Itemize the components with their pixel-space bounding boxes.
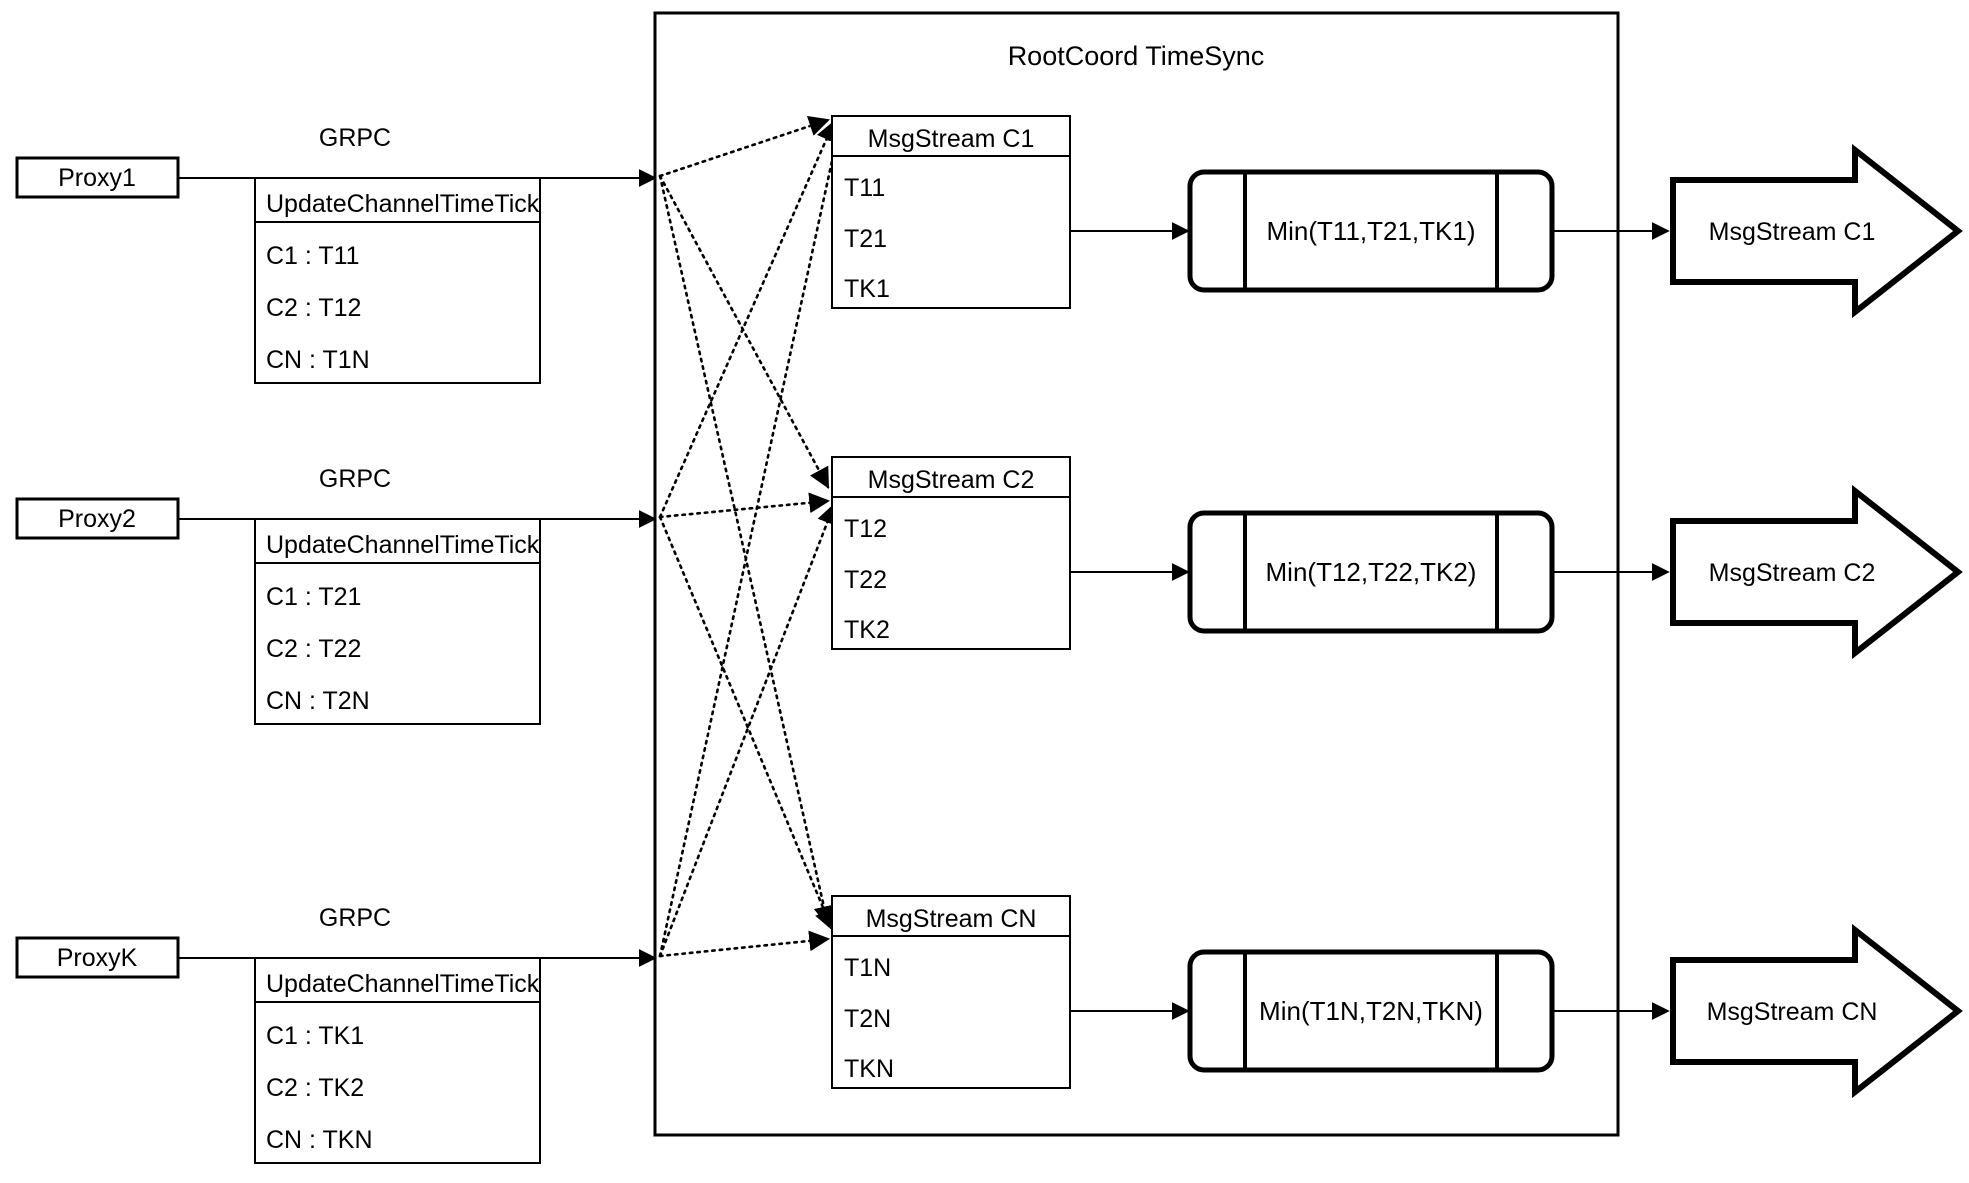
msgstream-cn-title: MsgStream CN — [866, 905, 1037, 933]
min-box-1: Min(T11,T21,TK1) — [1187, 169, 1555, 293]
msgstream-row: T2N — [844, 1005, 891, 1033]
output-msgstream-c1-label: MsgStream C1 — [1709, 218, 1876, 246]
output-msgstream-c1-arrow: MsgStream C1 — [1670, 143, 1963, 319]
output-msgstream-cn-label: MsgStream CN — [1707, 998, 1878, 1026]
msgstream-row: TK1 — [844, 275, 890, 303]
output-msgstream-c2-label: MsgStream C2 — [1709, 559, 1876, 587]
updatechanneltimetick-title-3: UpdateChannelTimeTick — [266, 970, 540, 998]
grpc-label-1: GRPC — [319, 124, 391, 152]
min-box-3-label: Min(T1N,T2N,TKN) — [1259, 996, 1483, 1026]
dispatch-link-pk-c1 — [658, 121, 847, 958]
proxyk-label: ProxyK — [57, 944, 138, 972]
dispatch-link-pk-c2 — [658, 503, 837, 958]
min-box-3: Min(T1N,T2N,TKN) — [1187, 949, 1555, 1073]
min-box-2: Min(T12,T22,TK2) — [1187, 510, 1555, 634]
dispatch-link-p1-c2 — [658, 174, 830, 489]
msgstream-row: T21 — [844, 225, 887, 253]
proxy-row-1: Proxy1 GRPC UpdateChannelTimeTick C1 : T… — [15, 124, 657, 384]
proxy1-label: Proxy1 — [58, 164, 136, 192]
updatechanneltimetick-box-1: UpdateChannelTimeTick C1 : T11 C2 : T12 … — [254, 177, 541, 384]
output-msgstream-c2-arrow: MsgStream C2 — [1670, 484, 1963, 660]
msgstream-row: T22 — [844, 566, 887, 594]
timetick-row: C1 : T11 — [266, 242, 360, 270]
msgstream-cn-box: MsgStream CN T1N T2N TKN — [831, 895, 1071, 1089]
msgstream-row: T12 — [844, 515, 887, 543]
proxy2-box[interactable]: Proxy2 — [15, 497, 180, 540]
msgstream-row: TK2 — [844, 616, 890, 644]
msgstream-c2-title: MsgStream C2 — [868, 466, 1035, 494]
dispatch-link-p2-c1 — [658, 120, 836, 519]
timetick-row: C2 : T22 — [266, 635, 361, 663]
updatechanneltimetick-title-1: UpdateChannelTimeTick — [266, 190, 540, 218]
dispatch-link-p2-c2 — [658, 492, 831, 519]
grpc-label-2: GRPC — [319, 465, 391, 493]
min-box-2-label: Min(T12,T22,TK2) — [1266, 557, 1477, 587]
updatechanneltimetick-box-2: UpdateChannelTimeTick C1 : T21 C2 : T22 … — [254, 518, 541, 725]
timetick-row: C1 : T21 — [266, 583, 361, 611]
msgstream-row: T1N — [844, 954, 891, 982]
updatechanneltimetick-box-3: UpdateChannelTimeTick C1 : TK1 C2 : TK2 … — [254, 957, 541, 1164]
proxy-row-2: Proxy2 GRPC UpdateChannelTimeTick C1 : T… — [15, 465, 657, 725]
proxy-row-3: ProxyK GRPC UpdateChannelTimeTick C1 : T… — [15, 904, 657, 1164]
min-box-1-label: Min(T11,T21,TK1) — [1266, 216, 1475, 246]
timetick-row: C1 : TK1 — [266, 1022, 364, 1050]
msgstream-row: T11 — [844, 174, 885, 202]
timetick-row: C2 : T12 — [266, 294, 361, 322]
updatechanneltimetick-title-2: UpdateChannelTimeTick — [266, 531, 540, 559]
dispatch-link-pk-cn — [658, 930, 831, 958]
dispatch-link-p1-cn — [658, 174, 835, 928]
proxyk-box[interactable]: ProxyK — [15, 936, 180, 979]
timetick-row: C2 : TK2 — [266, 1074, 364, 1102]
msgstream-c2-box: MsgStream C2 T12 T22 TK2 — [831, 456, 1071, 650]
timetick-row: CN : T1N — [266, 346, 370, 374]
timetick-dispatch-links — [658, 116, 847, 958]
dispatch-link-p1-c1 — [658, 116, 830, 178]
output-msgstream-cn-arrow: MsgStream CN — [1670, 923, 1963, 1099]
rootcoord-timesync-container: RootCoord TimeSync — [653, 11, 1620, 1137]
dispatch-link-p2-cn — [658, 515, 835, 931]
grpc-label-3: GRPC — [319, 904, 391, 932]
proxy1-box[interactable]: Proxy1 — [15, 156, 180, 199]
timetick-row: CN : TKN — [266, 1126, 373, 1154]
rootcoord-timesync-title: RootCoord TimeSync — [1008, 41, 1265, 71]
msgstream-row: TKN — [844, 1055, 894, 1083]
proxy2-label: Proxy2 — [58, 505, 136, 533]
msgstream-c1-title: MsgStream C1 — [868, 125, 1035, 153]
msgstream-c1-box: MsgStream C1 T11 T21 TK1 — [831, 115, 1071, 309]
timetick-row: CN : T2N — [266, 687, 370, 715]
